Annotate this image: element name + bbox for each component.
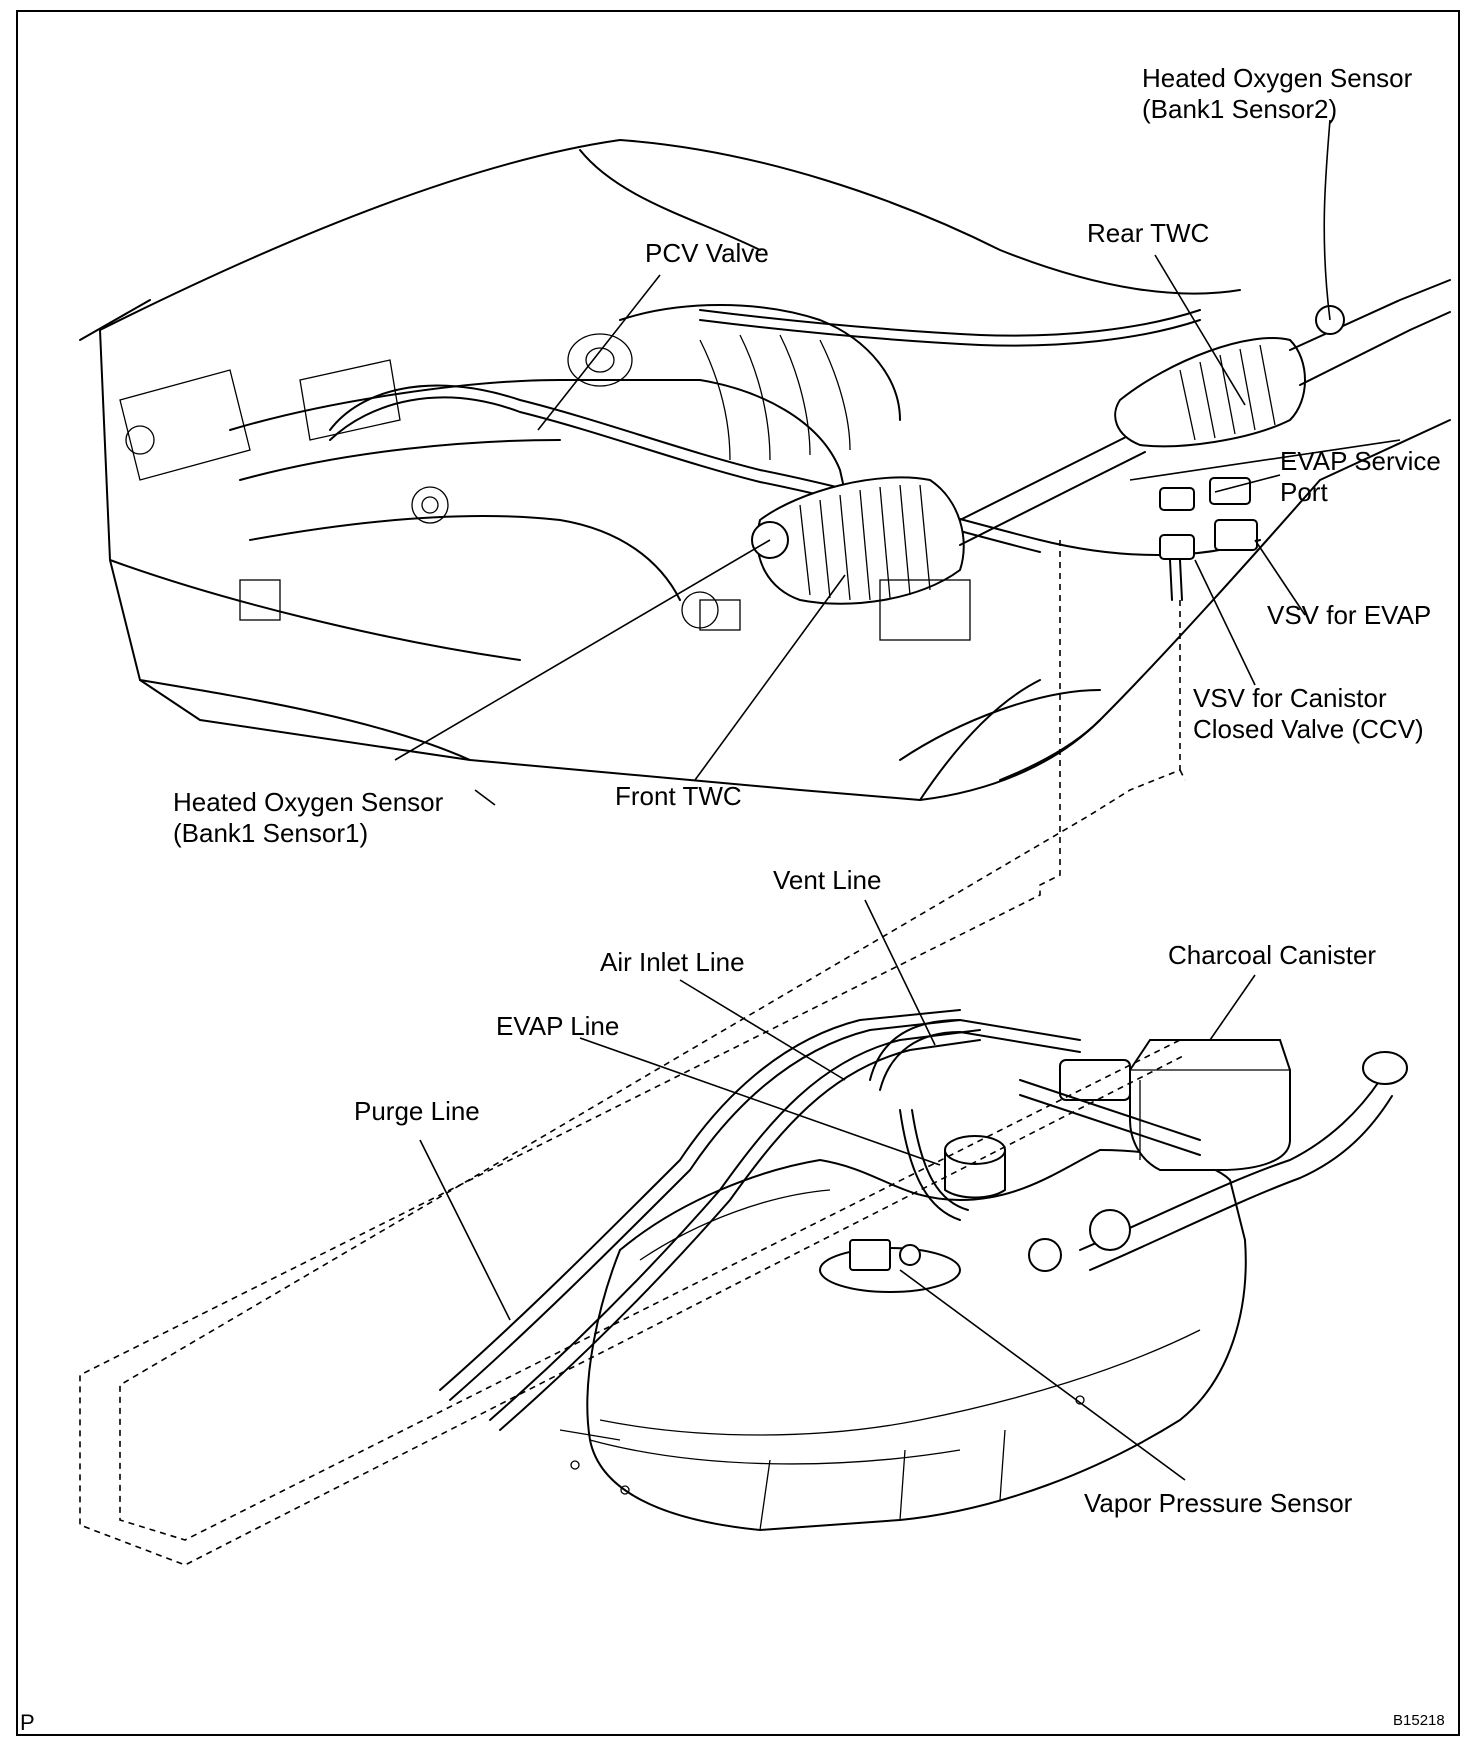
engine-bay-drawing: [79, 139, 1451, 801]
figure-frame: [16, 10, 1460, 1736]
leader-air-inlet-line: [679, 979, 846, 1081]
label-pcv-valve: PCV Valve: [645, 238, 769, 268]
leader-purge-line: [419, 1139, 511, 1321]
leader-ho2s-b1s2: [1323, 119, 1331, 321]
label-charcoal-canister: Charcoal Canister: [1168, 940, 1377, 970]
label-purge-line: Purge Line: [354, 1096, 480, 1126]
label-front-twc: Front TWC: [615, 781, 742, 811]
label-vsv-for-canistor-closed-valve: VSV for Canistor Closed Valve (CCV): [1193, 683, 1424, 744]
leader-vapor-pressure-sensor: [899, 1269, 1186, 1481]
label-heated-oxygen-sensor-bank1-sensor2: Heated Oxygen Sensor (Bank1 Sensor2): [1142, 63, 1413, 124]
leader-vsv-evap: [1254, 539, 1306, 616]
leader-evap-service-diag: [1129, 439, 1401, 481]
leader-rear-twc: [1154, 254, 1246, 406]
leader-evap-line: [579, 1037, 941, 1166]
leader-ho2s-b1s1-tick: [474, 789, 496, 806]
label-vent-line: Vent Line: [773, 865, 882, 895]
label-evap-line: EVAP Line: [496, 1011, 620, 1041]
label-vsv-for-evap: VSV for EVAP: [1267, 600, 1432, 630]
dashed-connection-outline: [79, 540, 1186, 1566]
label-rear-twc: Rear TWC: [1087, 218, 1210, 248]
leader-ho2s-b1s1: [394, 539, 771, 761]
leader-front-twc: [694, 574, 846, 781]
fuel-tank-drawing: [439, 1009, 1408, 1531]
figure-code: B15218: [1393, 1712, 1445, 1729]
leader-pcv-valve: [537, 274, 661, 431]
label-vapor-pressure-sensor: Vapor Pressure Sensor: [1084, 1488, 1353, 1518]
leader-vent-line: [864, 899, 936, 1046]
leader-evap-service-port: [1214, 474, 1281, 493]
leader-charcoal-canister: [1209, 974, 1256, 1041]
leader-vsv-ccv: [1194, 559, 1256, 686]
label-evap-service-port: EVAP Service Port: [1280, 446, 1441, 507]
page-marker: P: [20, 1710, 35, 1735]
leader-lines: [394, 119, 1401, 1481]
label-heated-oxygen-sensor-bank1-sensor1: Heated Oxygen Sensor (Bank1 Sensor1): [173, 787, 444, 848]
label-air-inlet-line: Air Inlet Line: [600, 947, 745, 977]
